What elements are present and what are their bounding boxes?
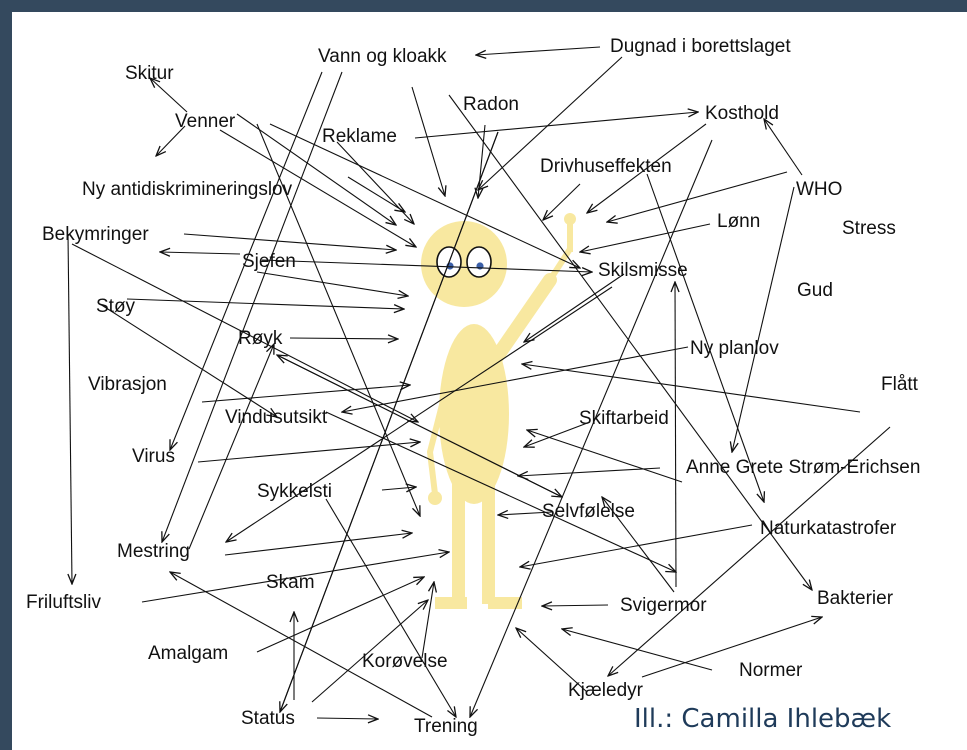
- label-ny-antidiskrimineringslov: Ny antidiskrimineringslov: [82, 179, 293, 200]
- label-skam: Skam: [266, 572, 315, 593]
- label-skilsmisse: Skilsmisse: [598, 260, 688, 281]
- label-bekymringer: Bekymringer: [42, 224, 149, 245]
- label-svigermor: Svigermor: [620, 595, 707, 616]
- diagram-panel: Skitur Vann og kloakk Dugnad i borettsla…: [12, 12, 967, 750]
- label-virus: Virus: [132, 446, 175, 467]
- connector-lines: [68, 46, 891, 719]
- label-korovelse: Korøvelse: [362, 651, 448, 672]
- labels: Skitur Vann og kloakk Dugnad i borettsla…: [26, 36, 920, 737]
- label-anne-grete: Anne Grete Strøm-Erichsen: [686, 457, 920, 478]
- label-sykkelsti: Sykkelsti: [257, 481, 332, 502]
- label-skitur: Skitur: [125, 63, 174, 84]
- label-kosthold: Kosthold: [705, 103, 779, 124]
- label-ny-planlov: Ny planlov: [690, 338, 779, 359]
- label-trening: Trening: [414, 716, 478, 737]
- label-vindusutsikt: Vindusutsikt: [225, 407, 328, 428]
- label-friluftsliv: Friluftsliv: [26, 592, 101, 613]
- label-amalgam: Amalgam: [148, 643, 228, 664]
- eye-icon: [466, 246, 492, 278]
- label-flatt: Flått: [881, 374, 919, 395]
- label-stoy: Støy: [96, 296, 136, 317]
- label-kjaeledyr: Kjæledyr: [568, 680, 644, 701]
- stick-figure-icon: [421, 213, 576, 609]
- label-who: WHO: [796, 179, 842, 200]
- illustration-credit: Ill.: Camilla Ihlebæk: [634, 704, 892, 734]
- label-venner: Venner: [175, 111, 236, 132]
- label-radon: Radon: [463, 94, 519, 115]
- label-sjefen: Sjefen: [242, 251, 296, 272]
- label-royk: Røyk: [238, 328, 283, 349]
- label-drivhuseffekten: Drivhuseffekten: [540, 156, 672, 177]
- label-stress: Stress: [842, 218, 896, 239]
- label-naturkatastrofer: Naturkatastrofer: [760, 518, 897, 539]
- label-lonn: Lønn: [717, 211, 760, 232]
- label-dugnad: Dugnad i borettslaget: [610, 36, 791, 57]
- label-gud: Gud: [797, 280, 833, 301]
- label-bakterier: Bakterier: [817, 588, 894, 609]
- label-selvfolelse: Selvfølelse: [542, 501, 635, 522]
- label-vann-og-kloakk: Vann og kloakk: [318, 46, 447, 67]
- label-normer: Normer: [739, 660, 803, 681]
- label-mestring: Mestring: [117, 541, 190, 562]
- influence-diagram: Skitur Vann og kloakk Dugnad i borettsla…: [26, 36, 920, 737]
- label-vibrasjon: Vibrasjon: [88, 374, 167, 395]
- label-reklame: Reklame: [322, 126, 397, 147]
- label-status: Status: [241, 708, 295, 729]
- label-skiftarbeid: Skiftarbeid: [579, 408, 669, 429]
